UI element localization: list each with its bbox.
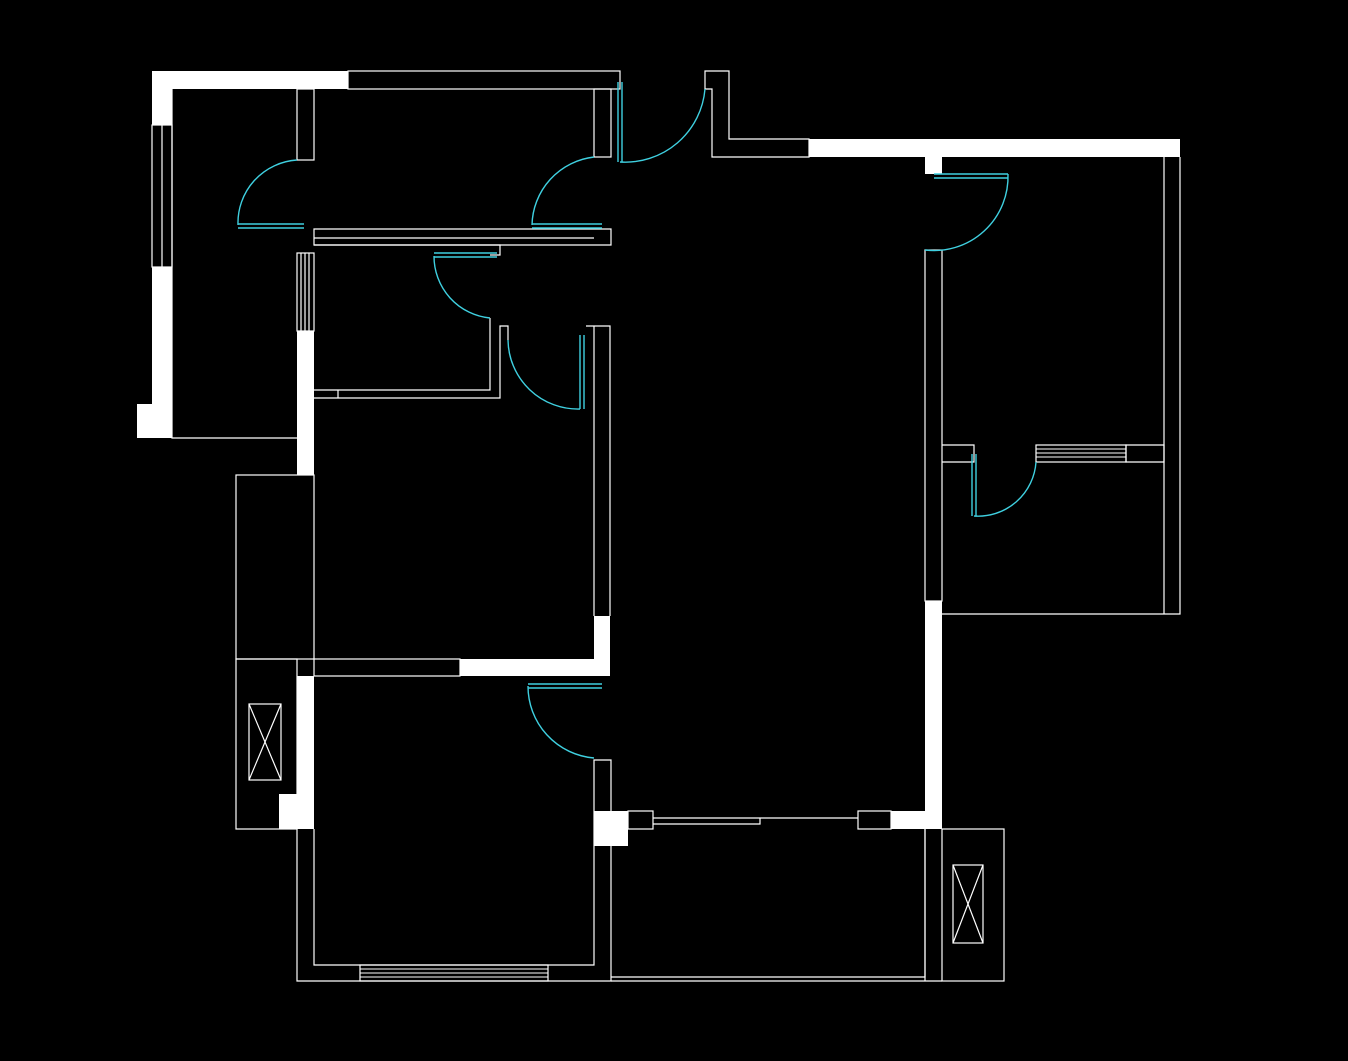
- wall-inner-left: [296, 88, 315, 161]
- door-top-left: [237, 159, 304, 229]
- door-swing-path: [924, 173, 1009, 252]
- door-swing-path: [528, 683, 602, 689]
- wall-top-left: [152, 71, 348, 89]
- door-swing-path: [579, 335, 585, 409]
- sliding-door-right-post: [857, 810, 892, 830]
- wall-left-lower: [152, 267, 172, 438]
- outline-walls: [151, 70, 1181, 982]
- shafts: [248, 703, 984, 944]
- door-swing-path: [532, 223, 602, 229]
- entrance-jamb: [704, 70, 810, 158]
- bath-walls-2: [314, 325, 509, 399]
- door-swing-path: [934, 173, 1008, 179]
- door-swing-path: [507, 339, 581, 410]
- left-room-outline: [171, 89, 297, 439]
- door-bath-lower: [507, 335, 585, 410]
- door-right-inner: [971, 454, 1037, 517]
- wall-right-stub: [925, 157, 942, 174]
- lower-left-room: [296, 759, 612, 982]
- wall-right-vertical: [925, 601, 942, 829]
- shaft-right-cross-2: [952, 864, 984, 944]
- shaft-left: [248, 703, 282, 781]
- corridor-wall: [313, 228, 612, 246]
- door-swing-path: [237, 159, 298, 226]
- bedroom-divider-outline: [313, 658, 461, 677]
- door-swing-path: [973, 461, 1037, 517]
- door-swing-path: [433, 255, 491, 319]
- door-swing-path: [971, 454, 977, 516]
- door-right-room: [924, 173, 1009, 252]
- right-room-outline: [942, 157, 1181, 615]
- wall-top-stub: [593, 88, 612, 158]
- wall-mid-vertical: [297, 331, 314, 475]
- wall-left-upper: [152, 71, 172, 125]
- wall-left-foot: [137, 404, 172, 438]
- door-entrance: [617, 82, 706, 163]
- door-swing-path: [527, 685, 595, 759]
- right-room-wall: [924, 249, 943, 602]
- doors: [237, 82, 1037, 759]
- door-swing-path: [238, 223, 304, 229]
- lower-left-duct-box: [235, 658, 298, 830]
- lower-left-bay: [235, 474, 315, 660]
- shaft-right: [952, 864, 984, 944]
- solid-walls: [137, 71, 1180, 846]
- door-swing-path: [434, 252, 497, 258]
- bedroom-right-wall: [586, 325, 611, 616]
- sliding-door-left-post: [627, 810, 654, 830]
- shaft-left-cross-2: [248, 703, 282, 781]
- wall-top-outline: [347, 70, 621, 90]
- sliding-door-panels: [653, 817, 858, 825]
- wall-right-top: [809, 139, 1180, 157]
- door-top-middle: [531, 156, 602, 229]
- door-swing-path: [617, 82, 623, 162]
- wall-bedroom-corner: [594, 616, 610, 676]
- balcony-outline: [611, 829, 942, 982]
- wall-lower-left-vertical: [297, 676, 314, 829]
- wall-bedroom-divider: [460, 659, 610, 676]
- door-bedroom-lower: [527, 683, 602, 759]
- door-swing-path: [531, 156, 595, 226]
- door-bath-upper: [433, 252, 497, 319]
- bath-walls: [314, 244, 501, 391]
- balcony-right-duct: [941, 828, 1005, 982]
- wall-right-foot: [891, 811, 942, 829]
- door-swing-path: [619, 88, 706, 163]
